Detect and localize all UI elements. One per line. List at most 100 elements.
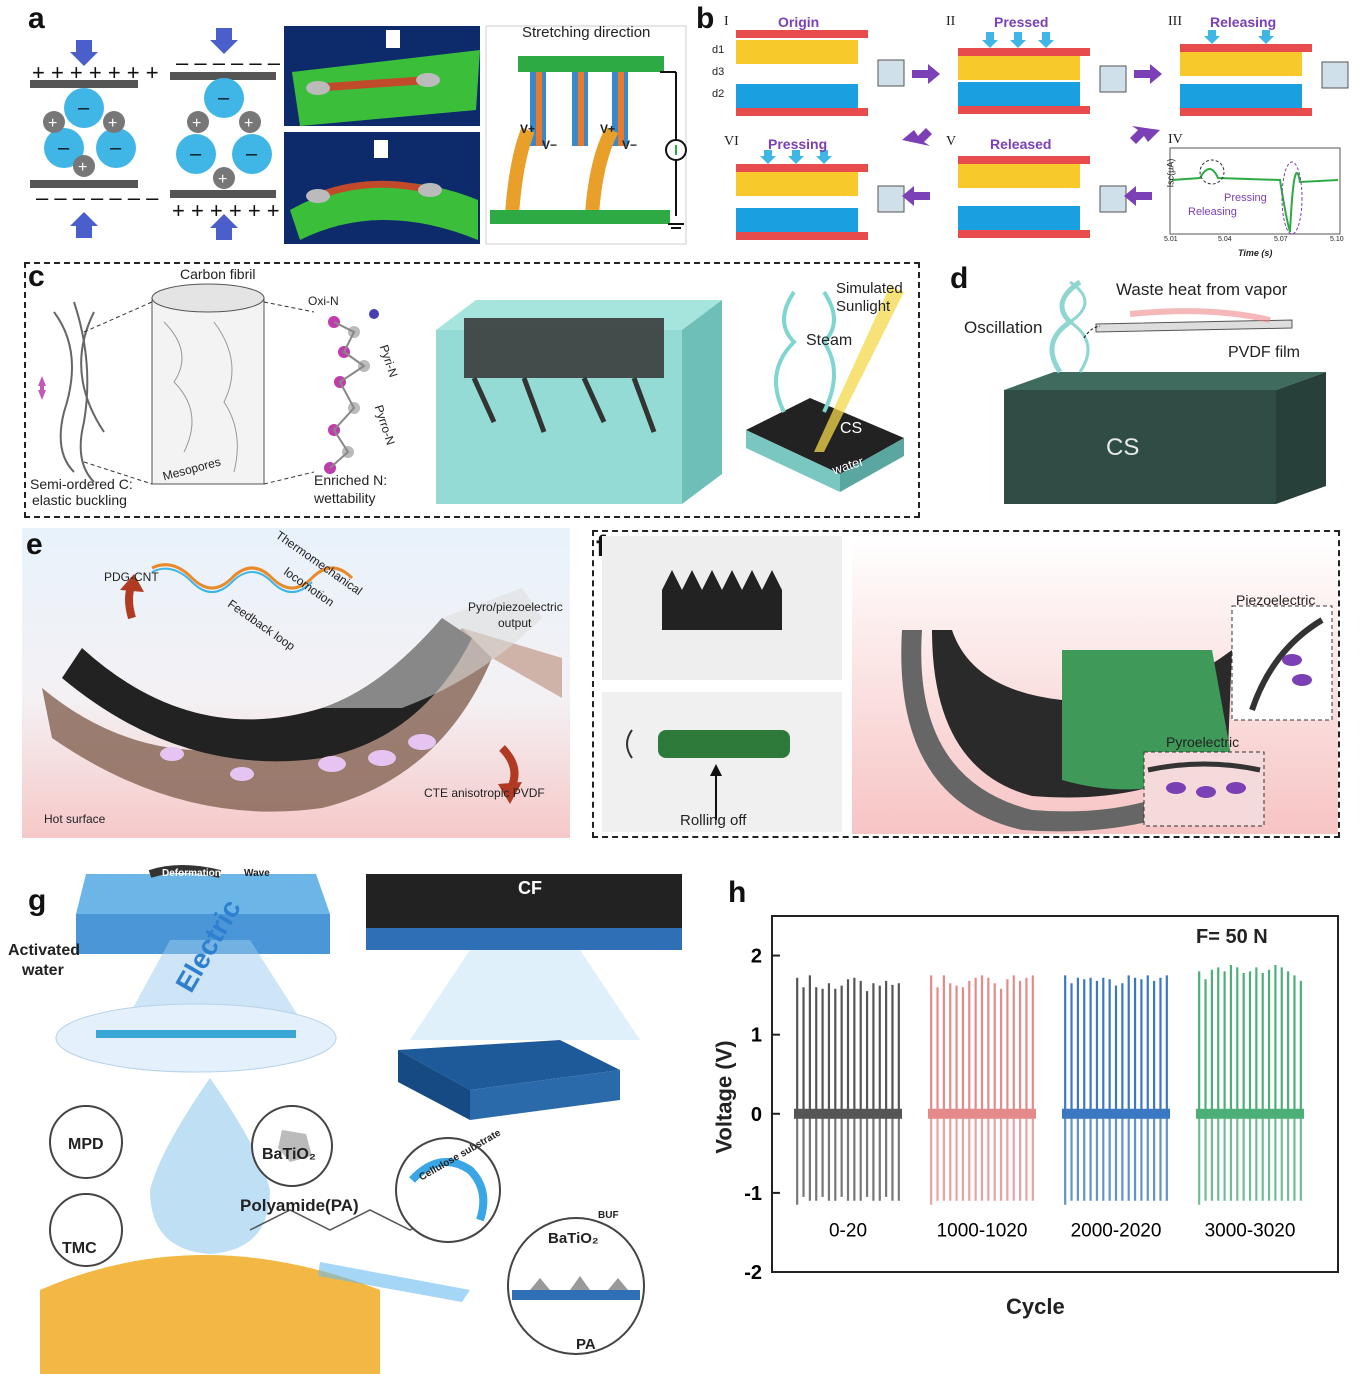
tmc-label: TMC <box>62 1240 97 1257</box>
plot-frame <box>771 915 1339 1273</box>
svg-text:–: – <box>246 143 258 165</box>
iv-releasing: Releasing <box>1188 206 1237 218</box>
baseline-band <box>1062 1108 1170 1119</box>
waste-heat-label: Waste heat from vapor <box>1116 280 1288 299</box>
panel-label-d: d <box>950 262 969 295</box>
baseline-band <box>1196 1108 1304 1119</box>
steam-label: Steam <box>806 332 853 349</box>
pvdf-film-label: PVDF film <box>1228 344 1300 361</box>
oscillation-label: Oscillation <box>964 318 1043 337</box>
elastic-buckling-label: elastic buckling <box>32 492 127 508</box>
simulated-label: Simulated <box>836 280 903 297</box>
svg-text:–: – <box>110 137 122 159</box>
enriched-n-label: Enriched N: <box>314 472 388 488</box>
d1-label: d1 <box>712 44 725 56</box>
cs-label-d: CS <box>1106 434 1140 461</box>
rolling-off-label: Rolling off <box>680 812 747 829</box>
panel-c: c Carbon fib <box>24 260 920 518</box>
batio2-label-bottom: BaTiO₂ <box>548 1230 599 1247</box>
pdg-cnt-label: PDG-CNT <box>104 570 159 584</box>
deformation-label: Deformation <box>162 868 221 879</box>
state-roman-2: II <box>946 14 956 29</box>
panel-b: b <box>690 0 1367 258</box>
wettability-label: wettability <box>314 490 376 506</box>
output-label: output <box>498 616 532 630</box>
panel-f: f Rolling off Piezoelectric Pyroelectric <box>592 530 1340 838</box>
y-axis-label: Voltage (V) <box>711 1040 737 1154</box>
pyroelectric-label: Pyroelectric <box>1166 734 1240 750</box>
x-axis-label: Cycle <box>1006 1294 1065 1319</box>
panel-g: g Deformation Wave <box>0 850 700 1374</box>
iv-xtick-3: 5.07 <box>1274 236 1288 243</box>
pa-label: PA <box>576 1336 596 1353</box>
y-tick-label: -2 <box>744 1262 762 1284</box>
svg-text:– – – – – – –: – – – – – – – <box>176 50 299 75</box>
state-roman-3: III <box>1168 14 1182 29</box>
vplus-label-1: V+ <box>520 122 536 136</box>
baseline-band <box>928 1108 1036 1119</box>
category-label: 1000-1020 <box>937 1220 1028 1241</box>
svg-text:–: – <box>78 97 90 119</box>
y-tick-label: 1 <box>751 1025 762 1047</box>
panel-e: e PDG-CNT Thermomechanical locomotion Fe… <box>22 528 570 838</box>
mpd-label: MPD <box>68 1136 104 1153</box>
vminus-label-1: V− <box>542 138 558 152</box>
wave-label: Wave <box>244 868 270 879</box>
oxi-n-label: Oxi-N <box>308 294 339 308</box>
pyro-output-label: Pyro/piezoelectric <box>468 600 563 614</box>
svg-text:+ + + + + + +: + + + + + + + <box>172 198 299 223</box>
svg-text:+: + <box>244 115 253 132</box>
crystal-pressed-diagram: + + + + + + + – – – – – – – – – – + + + … <box>30 25 687 245</box>
panel-c-frame <box>24 262 920 518</box>
activated-label: Activated <box>8 942 81 959</box>
state-title-2: Pressed <box>994 14 1049 30</box>
teng-cycle-diagram <box>736 30 1349 240</box>
panel-label-b: b <box>696 2 715 35</box>
panel-a: a + + + + + + + – – – – – – – – – – + + … <box>0 0 690 250</box>
hot-surface-label: Hot surface <box>44 812 106 826</box>
iv-xtick-1: 5.01 <box>1164 236 1178 243</box>
waste-heat-diagram <box>1004 279 1326 504</box>
carbon-sponge-diagram <box>38 283 904 504</box>
semi-ordered-label: Semi-ordered C: <box>30 476 133 492</box>
category-label: 2000-2020 <box>1071 1220 1162 1241</box>
state-title-3: Releasing <box>1210 14 1277 30</box>
state-title-1: Origin <box>778 14 820 30</box>
state-title-5: Released <box>990 136 1052 152</box>
svg-text:–: – <box>58 137 70 159</box>
panel-label-a: a <box>28 2 45 35</box>
cf-label: CF <box>518 878 542 898</box>
iv-ylabel: Isc(μA) <box>1165 158 1176 188</box>
state-roman-4: IV <box>1168 132 1183 147</box>
y-tick-label: 0 <box>751 1104 762 1126</box>
panel-label-f: f <box>596 530 606 563</box>
vplus-label-2: V+ <box>600 122 616 136</box>
buf-label: BUF <box>598 1210 619 1221</box>
svg-text:+: + <box>218 171 227 188</box>
sunlight-label: Sunlight <box>836 298 891 315</box>
iv-xtick-4: 5.10 <box>1330 236 1344 243</box>
robot-rolling-diagram <box>626 536 1338 834</box>
svg-text:+: + <box>108 115 117 132</box>
panel-f-frame <box>592 530 1340 838</box>
iv-pressing: Pressing <box>1224 192 1267 204</box>
batio2-label-top: BaTiO₂ <box>262 1146 316 1163</box>
cte-pvdf-label: CTE anisotropic PVDF <box>424 786 545 800</box>
y-tick-label: -1 <box>744 1183 762 1205</box>
category-label: 0-20 <box>829 1220 867 1241</box>
svg-text:+: + <box>192 115 201 132</box>
vminus-label-2: V− <box>622 138 638 152</box>
state-roman-1: I <box>724 14 729 29</box>
baseline-band <box>794 1108 902 1119</box>
water-label-g: water <box>22 962 64 979</box>
piezoelectric-label: Piezoelectric <box>1236 592 1316 608</box>
panel-label-e: e <box>26 528 43 561</box>
svg-text:+: + <box>48 115 57 132</box>
svg-text:+: + <box>78 159 87 176</box>
svg-text:–: – <box>218 87 230 109</box>
category-label: 3000-3020 <box>1205 1220 1296 1241</box>
force-annotation: F= 50 N <box>1196 926 1268 948</box>
panel-label-c: c <box>28 260 45 293</box>
